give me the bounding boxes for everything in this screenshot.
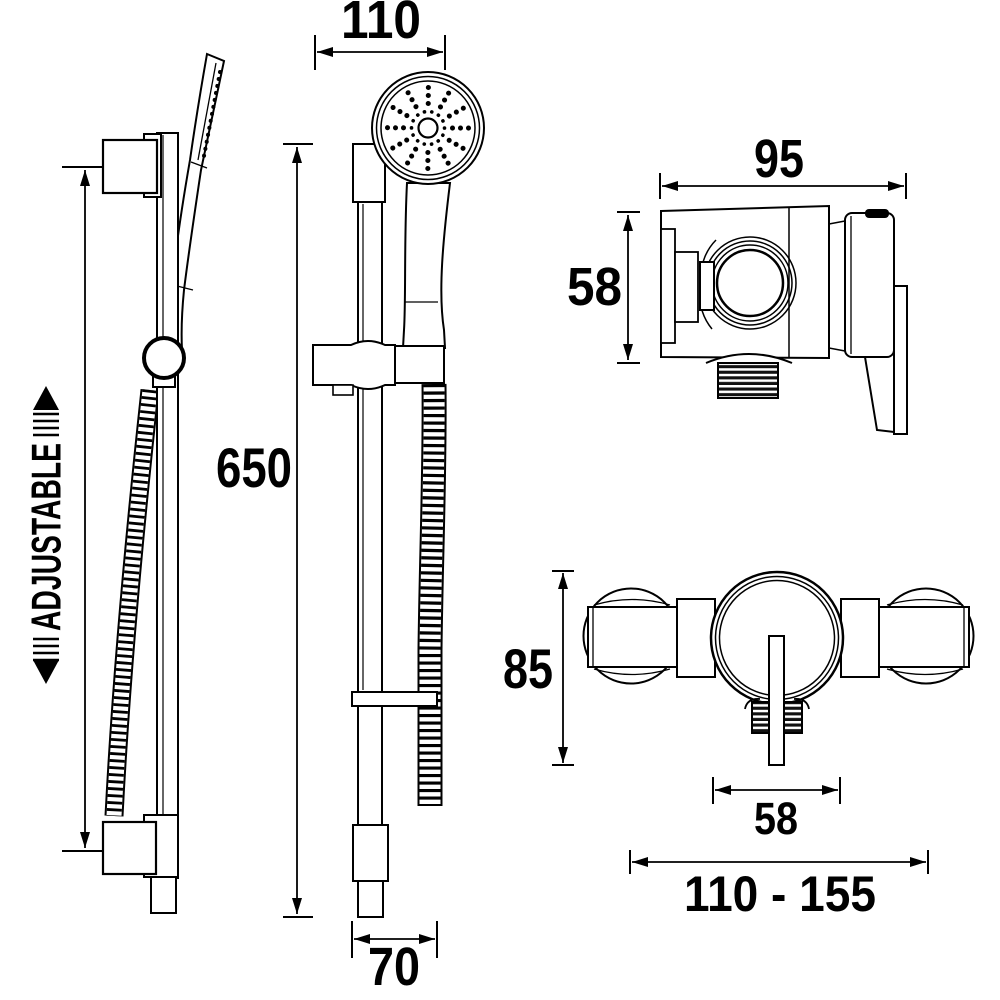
dim-valve-front-height: 85	[503, 570, 574, 766]
arrowhead-up	[80, 170, 90, 186]
spray-center	[417, 117, 439, 139]
dim-rail-height: 650	[216, 143, 313, 918]
hose-side	[104, 388, 160, 817]
lever-cap	[865, 209, 889, 218]
dim-valve-side-width: 95	[659, 129, 907, 199]
spray-nozzle-dots	[385, 85, 471, 171]
dim-valve-side-height: 58	[567, 211, 640, 364]
rail-side-view: ADJUSTABLE	[23, 52, 226, 914]
bottom-bracket-side	[101, 814, 179, 914]
lever-front	[768, 635, 785, 766]
dim-valve-front-outlet-width-label: 58	[754, 793, 798, 844]
adjustable-label: ADJUSTABLE	[23, 443, 70, 631]
dim-rail-height-label: 650	[216, 436, 292, 499]
dim-valve-side-width-label: 95	[754, 129, 804, 189]
dim-valve-front-height-label: 85	[503, 637, 553, 700]
rail-end-cap	[357, 880, 384, 918]
wall-plate-front	[863, 349, 895, 434]
handset-face-dots-side	[202, 70, 222, 158]
handset-handle	[401, 182, 452, 349]
top-bracket-side	[101, 133, 162, 198]
bottom-clamp-bar	[351, 691, 438, 707]
dim-valve-front-overall-width-label: 110 - 155	[684, 866, 876, 922]
rail-front	[357, 201, 383, 882]
dim-valve-front-overall-width: 110 - 155	[629, 850, 929, 922]
bottom-bracket-front	[352, 824, 389, 882]
lever-side	[844, 212, 895, 358]
handset-side	[165, 52, 226, 351]
dim-adjustable: ADJUSTABLE	[23, 166, 103, 852]
adjustable-arrow-down-icon	[33, 660, 59, 684]
adjustable-arrow-up-icon	[33, 386, 59, 410]
dim-rail-width-top-label: 110	[341, 0, 421, 50]
dim-rail-width-bottom: 70	[351, 921, 438, 997]
dim-valve-side-height-label: 58	[567, 257, 622, 317]
valve-front-view: 85 58 110 - 155	[503, 570, 975, 922]
handset-head	[371, 71, 485, 185]
ball-joint	[142, 336, 186, 388]
dim-rail-width-top: 110	[314, 0, 446, 70]
slider-holder	[312, 340, 445, 396]
arrowhead-down	[80, 832, 90, 848]
rail-side	[156, 132, 179, 879]
left-arm	[676, 598, 716, 678]
knob-side-rings	[699, 236, 797, 330]
valve-side-view: 95 58	[567, 129, 908, 435]
inlet-flange	[660, 228, 676, 344]
outlet-thread-side	[717, 362, 779, 399]
dim-valve-front-outlet-width: 58	[712, 777, 841, 844]
wall-plate-back	[893, 285, 908, 435]
rail-front-view: 110 650 70	[216, 0, 485, 997]
hose-front	[417, 383, 447, 806]
outlet-flange-side	[705, 353, 793, 364]
dim-rail-width-bottom-label: 70	[368, 937, 420, 997]
right-arm	[840, 598, 880, 678]
